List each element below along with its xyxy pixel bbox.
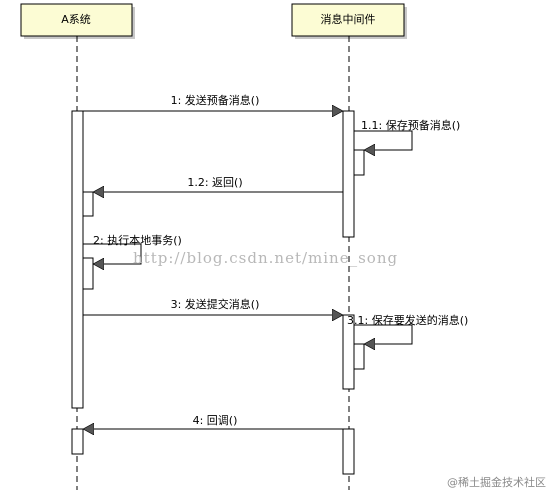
activation-mw-callback: [342, 428, 355, 475]
message-1-1-label: 1.1: 保存预备消息(): [361, 118, 460, 132]
activation-mw-save-prepare: [353, 149, 365, 176]
participant-a-system[interactable]: A系统: [20, 3, 135, 39]
message-1: 1: 发送预备消息(): [83, 93, 343, 111]
participant-middleware-label: 消息中间件: [321, 12, 376, 26]
corner-credit-watermark: @稀土掘金技术社区: [447, 475, 546, 489]
message-4: 4: 回调(): [83, 414, 343, 429]
url-watermark: http://blog.csdn.net/mine_song: [133, 249, 398, 267]
participant-middleware[interactable]: 消息中间件: [291, 3, 407, 39]
message-3-1-label: 3.1: 保存要发送的消息(): [347, 313, 468, 327]
message-4-label: 4: 回调(): [193, 414, 238, 427]
activation-a-local-tx: [82, 257, 94, 290]
message-3-label: 3: 发送提交消息(): [171, 297, 260, 311]
message-2-label: 2: 执行本地事务(): [93, 233, 182, 247]
activation-mw-prepare: [342, 110, 355, 238]
message-1-1: 1.1: 保存预备消息(): [354, 118, 460, 150]
message-1-2-label: 1.2: 返回(): [187, 176, 242, 189]
message-1-2: 1.2: 返回(): [93, 176, 343, 192]
message-2: 2: 执行本地事务(): [83, 233, 182, 264]
activation-a-return: [82, 191, 94, 217]
participant-a-label: A系统: [61, 13, 91, 26]
message-3-1: 3.1: 保存要发送的消息(): [347, 313, 468, 344]
message-1-label: 1: 发送预备消息(): [171, 93, 260, 107]
message-3: 3: 发送提交消息(): [83, 297, 343, 315]
activation-a-main: [71, 110, 84, 409]
activation-mw-save-send: [353, 343, 365, 370]
activation-a-callback: [71, 428, 84, 455]
